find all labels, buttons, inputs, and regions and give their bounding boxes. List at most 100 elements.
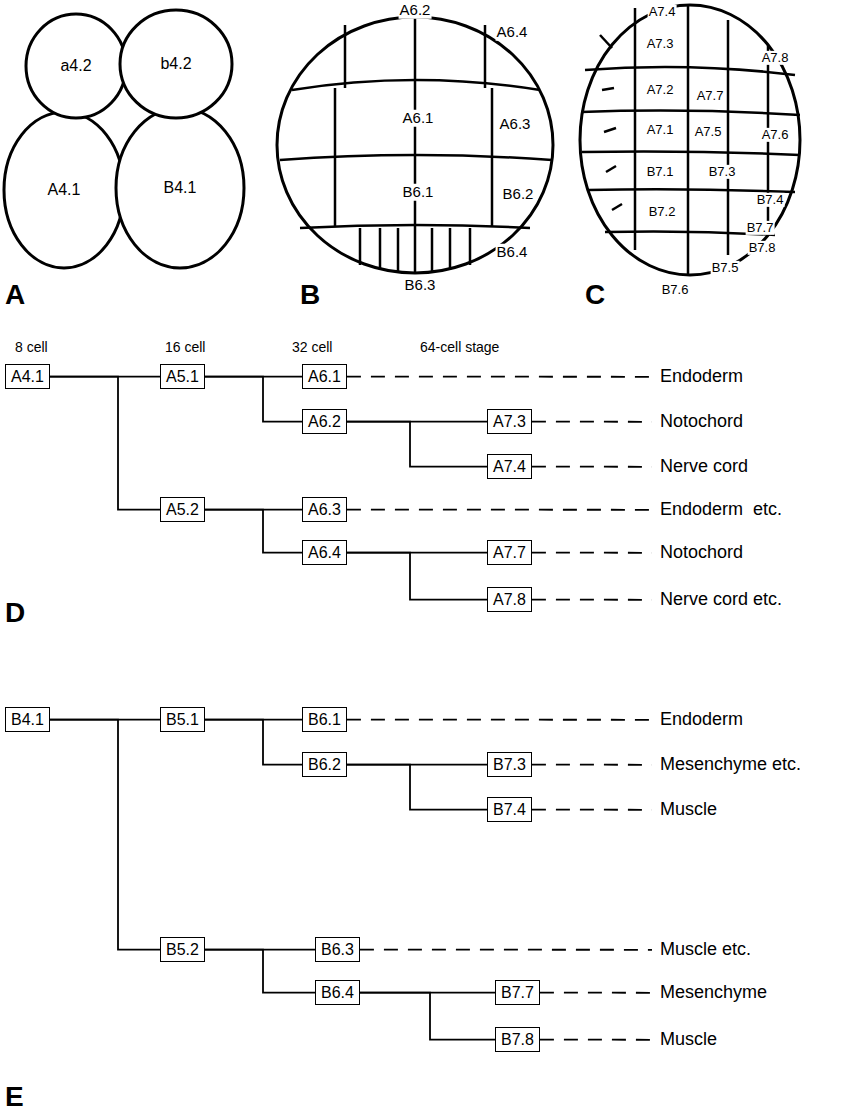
- fate-text: Muscle: [660, 1029, 717, 1051]
- fate-text: Endoderm: [660, 709, 743, 731]
- fate-dashed-line: [540, 1039, 652, 1041]
- cell-label: B7.2: [648, 205, 677, 219]
- fate-label: Muscle etc.: [660, 939, 751, 961]
- cell-name: B5.1: [166, 710, 199, 729]
- cell-name: B7.3: [493, 755, 526, 774]
- cell-label: A6.3: [499, 116, 532, 133]
- fate-label: Nerve cord: [660, 456, 748, 478]
- fate-text: Nerve cord: [660, 456, 748, 478]
- blastomere-box: B7.4: [487, 797, 532, 822]
- lineage-line: [205, 510, 302, 553]
- cell-name: B6.2: [308, 755, 341, 774]
- fate-text: Notochord: [660, 411, 743, 433]
- stage-label: 16 cell: [165, 340, 205, 355]
- blastomere-box: B6.1: [302, 707, 347, 732]
- fate-text: Mesenchyme: [660, 982, 767, 1004]
- blastomere-box: B5.1: [160, 707, 205, 732]
- fate-dashed-line: [347, 719, 652, 721]
- stage-label: 32 cell: [292, 340, 332, 355]
- cell-label: A7.3: [646, 37, 675, 51]
- cell-name: A7.7: [493, 543, 526, 562]
- fate-dashed-line: [532, 809, 652, 811]
- panel-letter: B: [300, 280, 320, 311]
- cell-name: B7.8: [501, 1030, 534, 1049]
- blastomere-box: B6.2: [302, 752, 347, 777]
- fate-label: Endoderm: [660, 709, 743, 731]
- panel-letter: D: [5, 598, 25, 629]
- fate-label: Mesenchyme etc.: [660, 754, 801, 776]
- blastomere-box: A6.2: [302, 409, 347, 434]
- cell-label: B4.1: [164, 179, 197, 197]
- blastomere-box: B7.7: [495, 980, 540, 1005]
- blastomere-box: A7.4: [487, 454, 532, 479]
- fate-label: Nerve cord etc.: [660, 589, 782, 611]
- blastomere-box: B7.3: [487, 752, 532, 777]
- blastomere-box: A7.7: [487, 540, 532, 565]
- cell-label: B6.2: [502, 186, 535, 203]
- lineage-line: [50, 377, 160, 510]
- lineage-line: [347, 553, 487, 600]
- cell-label: A7.8: [761, 51, 790, 65]
- cell-label: A4.1: [48, 181, 81, 199]
- stage-label: 64-cell stage: [420, 340, 499, 355]
- panel-letter: C: [585, 280, 605, 311]
- fate-text: Muscle: [660, 799, 717, 821]
- cell-label: A7.1: [646, 123, 675, 137]
- cell-name: B7.7: [501, 983, 534, 1002]
- fate-dashed-line: [360, 949, 652, 951]
- cell-label: A7.5: [694, 125, 723, 139]
- fate-dashed-line: [532, 764, 652, 766]
- cell-name: B7.4: [493, 800, 526, 819]
- cell-label: A6.2: [399, 2, 432, 19]
- cell-label: B7.5: [711, 261, 740, 275]
- panel-letter: E: [5, 1082, 24, 1113]
- cell-label: A7.4: [648, 5, 677, 19]
- cell-label: A6.4: [496, 24, 529, 41]
- panel-letter: A: [5, 280, 25, 311]
- lineage-line: [50, 720, 160, 950]
- blastomere-box: B7.8: [495, 1027, 540, 1052]
- lineage-line: [360, 993, 495, 1040]
- fate-dashed-line: [532, 421, 652, 423]
- fate-dashed-line: [347, 509, 652, 511]
- cell-label: B7.4: [756, 193, 785, 207]
- blastomere-box: B6.4: [315, 980, 360, 1005]
- cell-label: A6.1: [402, 110, 435, 127]
- fate-dashed-line: [532, 466, 652, 468]
- fate-label: Endoderm etc.: [660, 499, 782, 521]
- blastomere-box: B4.1: [5, 707, 50, 732]
- fate-text: Endoderm etc.: [660, 499, 782, 521]
- cell-name: A6.3: [308, 500, 341, 519]
- blastomere-box: A6.4: [302, 540, 347, 565]
- fate-text: Nerve cord etc.: [660, 589, 782, 611]
- blastomere-box: A4.1: [5, 364, 50, 389]
- lineage-line: [205, 377, 302, 422]
- cell-label: A7.2: [646, 83, 675, 97]
- fate-label: Endoderm: [660, 366, 743, 388]
- cell-name: A6.1: [308, 367, 341, 386]
- cell-label: a4.2: [60, 57, 91, 75]
- cell-name: B4.1: [11, 710, 44, 729]
- blastomere-box: A6.3: [302, 497, 347, 522]
- stage-label: 8 cell: [15, 340, 48, 355]
- blastomere-box: A5.1: [160, 364, 205, 389]
- cell-label: B7.6: [661, 283, 690, 297]
- cell-name: B6.1: [308, 710, 341, 729]
- cell-label: B7.1: [646, 165, 675, 179]
- cell-name: A7.3: [493, 412, 526, 431]
- cell-name: A6.2: [308, 412, 341, 431]
- fate-label: Notochord: [660, 542, 743, 564]
- cell-label: B7.8: [748, 241, 777, 255]
- blastomere-box: A7.8: [487, 587, 532, 612]
- blastomere-box: A5.2: [160, 497, 205, 522]
- blastomere-box: B5.2: [160, 937, 205, 962]
- fate-text: Mesenchyme etc.: [660, 754, 801, 776]
- blastomere-box: A6.1: [302, 364, 347, 389]
- fate-text: Endoderm: [660, 366, 743, 388]
- cell-name: B5.2: [166, 940, 199, 959]
- cell-name: A5.1: [166, 367, 199, 386]
- cell-name: B6.3: [321, 940, 354, 959]
- cell-label: B6.4: [496, 244, 529, 261]
- cell-name: B6.4: [321, 983, 354, 1002]
